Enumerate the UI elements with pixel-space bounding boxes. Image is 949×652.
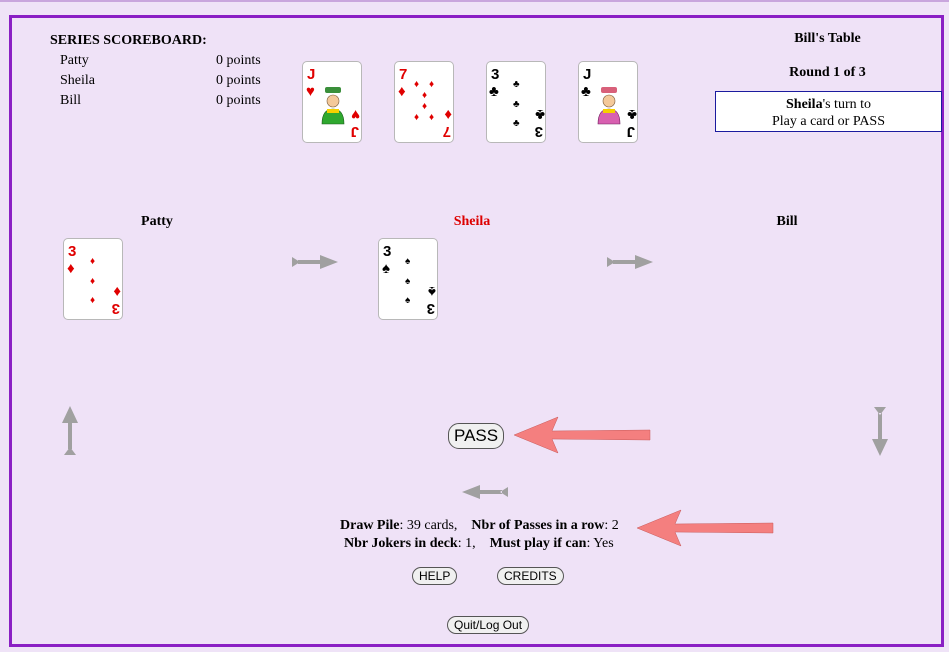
jokers-label: Nbr Jokers in deck — [344, 536, 458, 551]
svg-text:♦: ♦ — [67, 261, 75, 277]
scoreboard-points: 0 points — [216, 53, 261, 68]
svg-text:3: 3 — [491, 66, 499, 83]
top-divider — [0, 0, 949, 2]
scoreboard-points: 0 points — [216, 73, 261, 88]
svg-text:♦: ♦ — [429, 112, 434, 123]
svg-text:J: J — [307, 66, 315, 83]
svg-text:♦: ♦ — [90, 256, 95, 267]
help-button[interactable]: HELP — [412, 567, 458, 585]
game-info-line-1: Draw Pile: 39 cards, Nbr of Passes in a … — [340, 518, 619, 534]
pass-button[interactable]: PASS — [448, 423, 505, 449]
scoreboard-row: Patty 0 points — [60, 53, 270, 69]
arrow-left-icon — [462, 485, 508, 499]
svg-text:♦: ♦ — [414, 79, 419, 90]
jack-face-icon — [321, 87, 345, 125]
turn-action: Play a card or PASS — [771, 114, 886, 129]
draw-pile-value: : 39 cards, — [399, 518, 458, 533]
draw-pile-label: Draw Pile — [340, 518, 400, 533]
passes-label: Nbr of Passes in a row — [471, 518, 605, 533]
svg-text:♠: ♠ — [405, 295, 411, 306]
svg-text:7: 7 — [443, 123, 451, 140]
arrow-right-icon — [292, 255, 338, 269]
svg-text:♦: ♦ — [444, 106, 452, 122]
must-play-label: Must play if can — [489, 536, 587, 551]
scoreboard-title: SERIES SCOREBOARD: — [50, 33, 207, 48]
svg-text:♠: ♠ — [382, 261, 390, 277]
scoreboard-points: 0 points — [216, 93, 261, 108]
svg-text:3: 3 — [383, 243, 391, 260]
svg-text:J: J — [351, 123, 359, 140]
annotation-arrow-icon — [636, 509, 774, 547]
svg-text:♣: ♣ — [513, 118, 520, 129]
jokers-value: : 1, — [457, 536, 476, 551]
played-card-three-of-spades: 3 ♠ 3 ♠ ♠ ♠ ♠ — [378, 238, 438, 320]
player-name-sheila: Sheila — [453, 214, 491, 229]
svg-text:♣: ♣ — [513, 79, 520, 90]
svg-text:3: 3 — [427, 300, 435, 317]
scoreboard-player-name: Sheila — [60, 73, 95, 88]
quit-logout-button[interactable]: Quit/Log Out — [447, 616, 530, 634]
scoreboard-player-name: Bill — [60, 93, 82, 108]
svg-text:♦: ♦ — [113, 283, 121, 299]
svg-text:♦: ♦ — [414, 112, 419, 123]
svg-text:J: J — [627, 123, 635, 140]
played-card-three-of-diamonds: 3 ♦ 3 ♦ ♦ ♦ ♦ — [63, 238, 123, 320]
svg-text:J: J — [583, 66, 591, 83]
player-name-patty: Patty — [141, 214, 173, 229]
svg-text:♦: ♦ — [90, 276, 95, 287]
game-info-line-2: Nbr Jokers in deck: 1, Must play if can:… — [344, 536, 614, 552]
svg-text:♣: ♣ — [513, 99, 520, 110]
player-name-bill: Bill — [776, 214, 798, 229]
svg-text:♠: ♠ — [428, 283, 436, 299]
scoreboard-player-name: Patty — [60, 53, 89, 68]
arrow-down-icon — [872, 407, 888, 456]
svg-text:♠: ♠ — [405, 276, 411, 287]
svg-text:3: 3 — [535, 123, 543, 140]
svg-text:♦: ♦ — [422, 101, 427, 112]
svg-text:♥: ♥ — [351, 106, 360, 122]
svg-text:♦: ♦ — [429, 79, 434, 90]
svg-text:♥: ♥ — [306, 84, 315, 100]
turn-suffix: 's turn to — [822, 97, 871, 112]
hand-card-three-of-clubs[interactable]: 3 ♣ 3 ♣ ♣ ♣ ♣ — [486, 61, 546, 143]
hand-card-jack-of-clubs[interactable]: J ♣ J ♣ — [578, 61, 638, 143]
svg-text:♦: ♦ — [398, 84, 406, 100]
annotation-arrow-icon — [513, 416, 651, 454]
svg-text:3: 3 — [112, 300, 120, 317]
table-title: Bill's Table — [794, 31, 861, 46]
scoreboard-row: Sheila 0 points — [60, 73, 270, 89]
svg-text:3: 3 — [68, 243, 76, 260]
svg-text:♣: ♣ — [581, 84, 591, 100]
passes-value: : 2 — [604, 518, 619, 533]
jack-face-icon — [597, 87, 621, 125]
arrow-up-icon — [62, 406, 78, 455]
must-play-value: : Yes — [586, 536, 614, 551]
arrow-right-icon — [607, 255, 653, 269]
svg-text:♣: ♣ — [489, 84, 499, 100]
hand-card-jack-of-hearts[interactable]: J ♥ J ♥ — [302, 61, 362, 143]
svg-text:♠: ♠ — [405, 256, 411, 267]
svg-text:♣: ♣ — [627, 106, 637, 122]
svg-text:♣: ♣ — [535, 106, 545, 122]
scoreboard-row: Bill 0 points — [60, 93, 270, 109]
svg-text:7: 7 — [399, 66, 407, 83]
svg-text:♦: ♦ — [90, 295, 95, 306]
turn-player-name: Sheila — [786, 97, 823, 112]
round-indicator: Round 1 of 3 — [789, 65, 866, 80]
svg-text:♦: ♦ — [422, 90, 427, 101]
hand-card-seven-of-diamonds[interactable]: 7 ♦ 7 ♦ ♦ ♦ ♦ ♦ ♦ ♦ — [394, 61, 454, 143]
credits-button[interactable]: CREDITS — [497, 567, 564, 585]
turn-status-box: Sheila's turn to Play a card or PASS — [715, 91, 942, 132]
